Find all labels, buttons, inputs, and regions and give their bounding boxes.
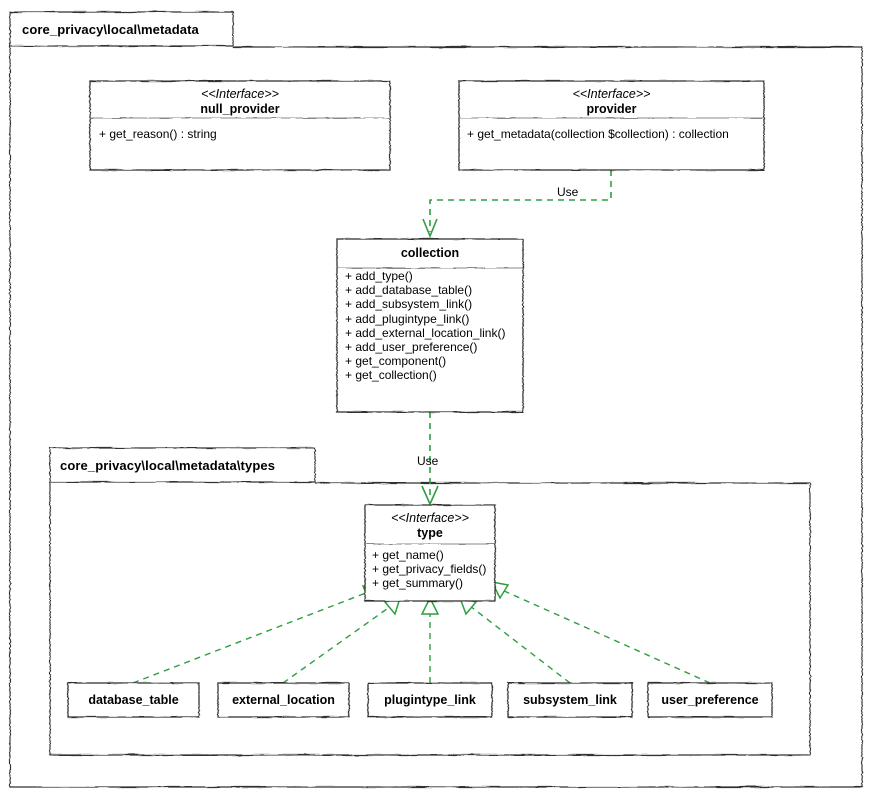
class-type[interactable]: <<Interface>> type + get_name() + get_pr… <box>365 505 495 591</box>
relation-plugintype-link-realizes-type <box>420 596 440 683</box>
class-members: + get_metadata(collection $collection) :… <box>459 127 764 141</box>
relation-database-table-realizes-type <box>132 585 382 684</box>
member-row: + add_plugintype_link() <box>345 311 470 326</box>
package-label-inner: core_privacy\local\metadata\types <box>60 458 276 473</box>
class-stereotype: <<Interface>> <box>391 511 469 525</box>
class-database-table[interactable]: database_table <box>68 683 199 717</box>
class-name: subsystem_link <box>523 693 617 707</box>
class-provider[interactable]: <<Interface>> provider + get_metadata(co… <box>459 81 764 141</box>
package-label-outer: core_privacy\local\metadata <box>22 22 199 37</box>
member-row: + get_reason() : string <box>99 127 217 141</box>
class-stereotype: <<Interface>> <box>201 87 279 101</box>
relation-user-preference-realizes-type <box>490 580 711 684</box>
class-null-provider[interactable]: <<Interface>> null_provider + get_reason… <box>90 81 390 141</box>
class-plugintype-link[interactable]: plugintype_link <box>368 683 492 717</box>
class-name: null_provider <box>200 102 280 116</box>
member-row: + add_user_preference() <box>345 340 478 355</box>
member-row: + add_type() <box>345 269 413 283</box>
class-collection[interactable]: collection + add_type() + add_database_t… <box>337 239 523 383</box>
class-members: + add_type() + add_database_table() + ad… <box>337 269 523 383</box>
member-row: + get_collection() <box>345 368 437 383</box>
class-name: external_location <box>232 693 335 707</box>
class-name: type <box>417 526 443 540</box>
relation-label-use-collection-type: Use <box>417 454 439 468</box>
member-row: + get_metadata(collection $collection) :… <box>467 127 729 141</box>
class-stereotype: <<Interface>> <box>572 87 651 101</box>
class-name: provider <box>586 102 637 116</box>
member-row: + get_privacy_fields() <box>372 562 487 577</box>
class-subsystem-link[interactable]: subsystem_link <box>508 683 632 717</box>
class-name: plugintype_link <box>384 693 476 707</box>
class-user-preference[interactable]: user_preference <box>648 683 772 717</box>
member-row: + get_name() <box>372 548 444 562</box>
relation-subsystem-link-realizes-type <box>458 596 571 684</box>
relation-label-use-provider-collection: Use <box>557 185 579 199</box>
member-row: + add_external_location_link() <box>345 325 506 340</box>
class-members: + get_name() + get_privacy_fields() + ge… <box>365 548 495 591</box>
member-row: + get_component() <box>345 354 447 369</box>
relation-external-location-realizes-type <box>282 596 402 684</box>
class-name: database_table <box>88 693 179 707</box>
relation-provider-uses-collection <box>422 170 612 239</box>
member-row: + add_database_table() <box>345 283 473 298</box>
class-external-location[interactable]: external_location <box>218 683 349 717</box>
member-row: + get_summary() <box>372 576 464 591</box>
class-name: collection <box>400 246 460 260</box>
class-members: + get_reason() : string <box>90 127 390 141</box>
class-name: user_preference <box>661 693 759 707</box>
member-row: + add_subsystem_link() <box>345 297 473 312</box>
